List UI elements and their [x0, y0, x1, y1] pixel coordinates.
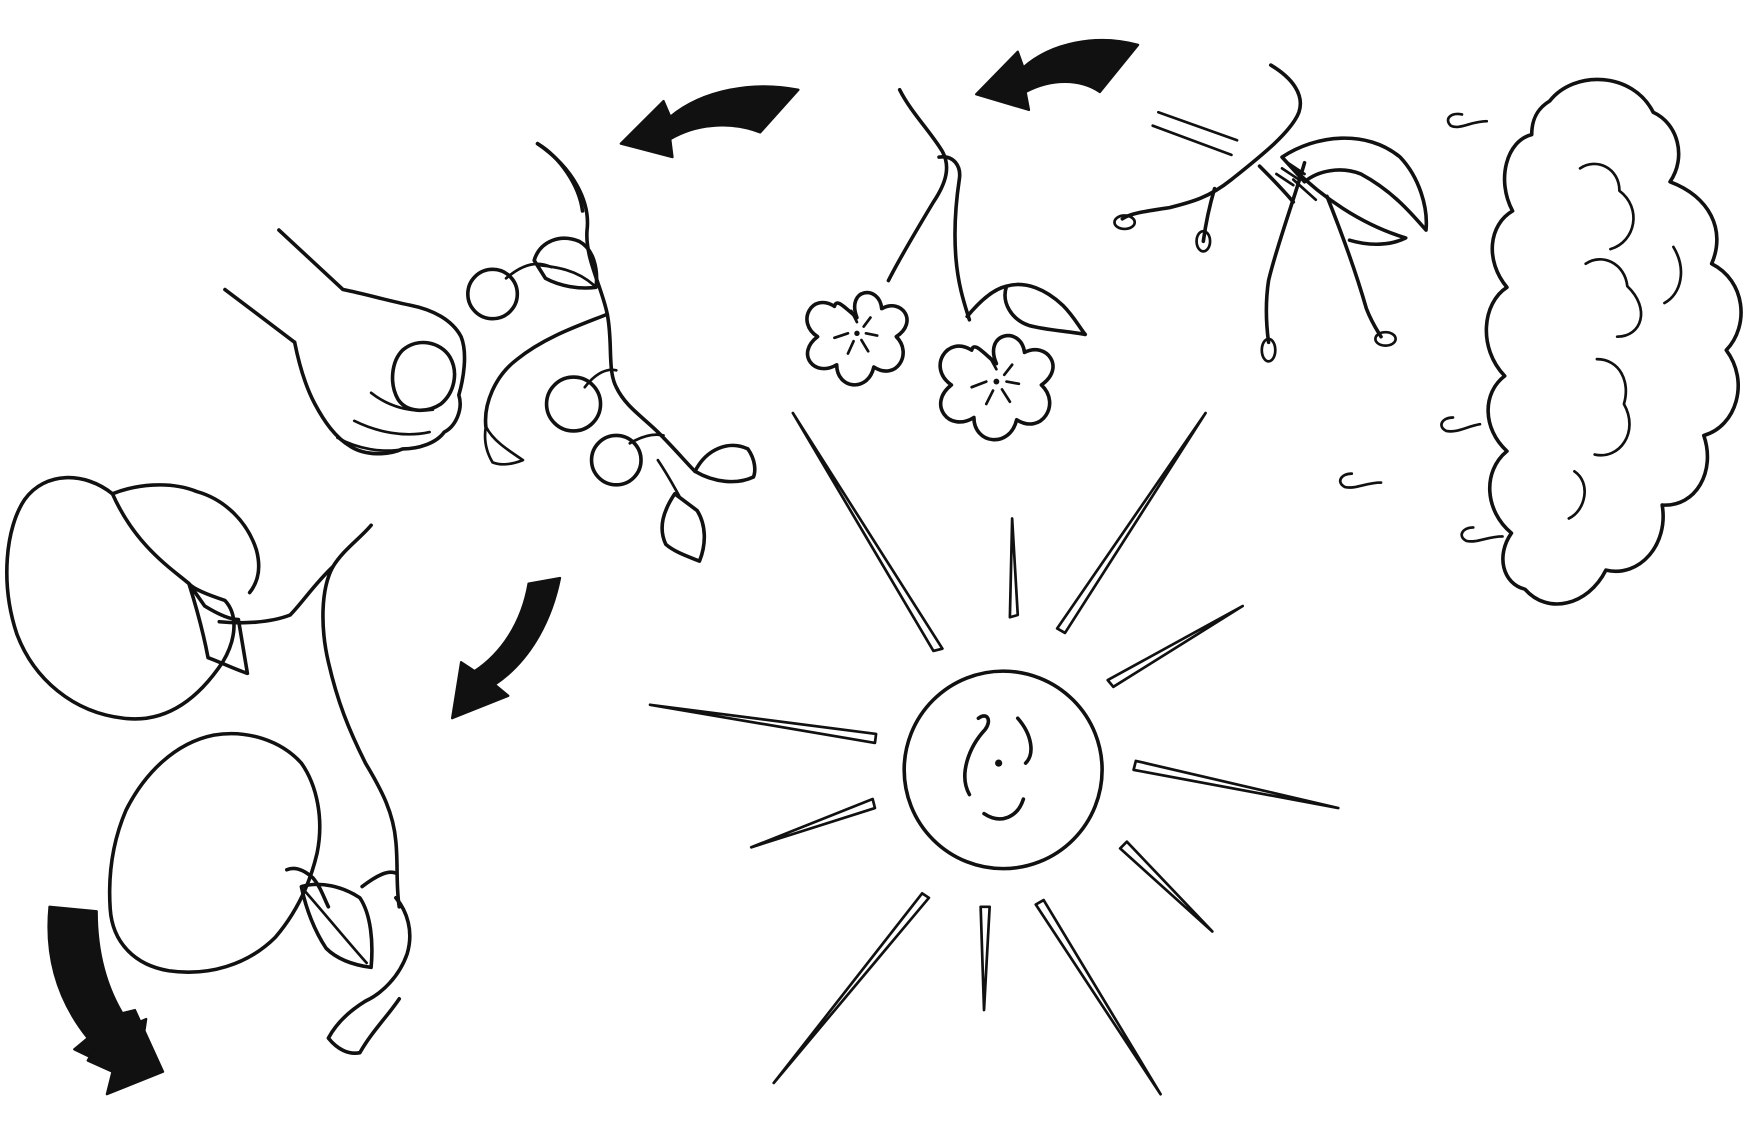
leaf: [662, 494, 704, 561]
arrow: [621, 86, 799, 157]
sun-face: [965, 716, 1031, 819]
sun-rays: [650, 413, 1338, 1094]
arrow: [976, 40, 1138, 110]
rain-cloud: [1486, 79, 1741, 604]
hand-picking-cherry: [225, 230, 465, 454]
arrow: [452, 578, 560, 718]
raindrop: [1448, 114, 1487, 127]
fruiting-branch: [468, 144, 755, 561]
blossom: [940, 336, 1053, 440]
cherry: [592, 435, 641, 484]
sun-disc: [904, 671, 1102, 869]
cycle-arrows: [49, 40, 1139, 1094]
cherry: [547, 377, 601, 431]
sun: [650, 413, 1338, 1094]
raindrop: [1462, 527, 1503, 541]
blossoming-branch: [807, 90, 1085, 440]
blossom: [807, 293, 907, 385]
apple: [110, 734, 320, 973]
raindrop: [1340, 474, 1381, 488]
pruned-branch: [1114, 65, 1426, 361]
raindrops: [1340, 114, 1502, 541]
leaf: [695, 445, 755, 481]
raindrop: [1441, 417, 1480, 431]
